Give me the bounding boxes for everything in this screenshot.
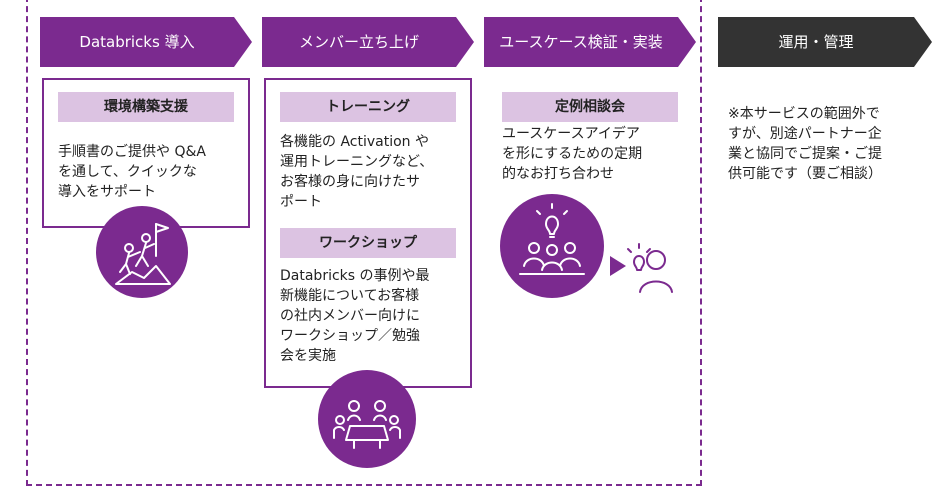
chevron-shape — [262, 17, 474, 67]
body-line: お客様の身に向けたサ — [280, 174, 420, 190]
training-title: トレーニング — [280, 92, 456, 122]
body-line: を形にするための定期 — [502, 146, 643, 162]
idea-meeting-icon — [500, 194, 604, 298]
phase-label: メンバー立ち上げ — [298, 33, 419, 51]
meeting-table-icon — [318, 370, 416, 468]
climbing-team-icon — [96, 206, 188, 298]
chevron-shape — [718, 17, 932, 67]
env-support-title: 環境構築支援 — [58, 92, 234, 122]
body-line: 各機能の Activation や — [280, 134, 429, 150]
workshop-body: Databricks の事例や最 新機能についてお客様 の社内メンバー向けに ワ… — [280, 266, 430, 366]
phase-chevron-operations: 運用・管理 — [718, 17, 932, 67]
note-line: 業と協同でご提案・ご提 — [728, 146, 882, 162]
env-support-body: 手順書のご提供や Q&A を通して、クイックな 導入をサポート — [58, 142, 206, 202]
body-line: 新機能についてお客様 — [280, 288, 420, 304]
phase-label: 運用・管理 — [778, 33, 854, 51]
body-line: 導入をサポート — [58, 184, 156, 200]
body-line: ポート — [280, 194, 322, 210]
consulting-body: ユースケースアイデア を形にするための定期 的なお打ち合わせ — [502, 124, 642, 184]
body-line: を通して、クイックな — [58, 164, 197, 180]
note-line: すが、別途パートナー企 — [728, 126, 882, 142]
body-line: 的なお打ち合わせ — [502, 166, 614, 182]
phase-label: Databricks 導入 — [79, 33, 195, 51]
consulting-title: 定例相談会 — [502, 92, 678, 122]
body-line: Databricks の事例や最 — [280, 268, 430, 284]
body-line: ワークショップ／勉強 — [280, 328, 420, 344]
body-line: の社内メンバー向けに — [280, 308, 420, 324]
phase-chevron-adoption: Databricks 導入 — [40, 17, 252, 67]
scope-frame — [26, 0, 702, 486]
out-of-scope-note: ※本サービスの範囲外で すが、別途パートナー企 業と協同でご提案・ご提 供可能で… — [728, 104, 882, 184]
body-line: 会を実施 — [280, 348, 336, 364]
note-line: 供可能です（要ご相談） — [728, 166, 882, 182]
phase-chevron-usecase: ユースケース検証・実装 — [484, 17, 696, 67]
training-body: 各機能の Activation や 運用トレーニングなど、 お客様の身に向けたサ… — [280, 132, 433, 212]
body-line: ユースケースアイデア — [502, 126, 640, 142]
note-line: ※本サービスの範囲外で — [728, 106, 880, 122]
body-line: 手順書のご提供や Q&A — [58, 144, 206, 160]
body-line: 運用トレーニングなど、 — [280, 154, 434, 170]
phase-label: ユースケース検証・実装 — [499, 33, 663, 51]
chevron-shape — [484, 17, 696, 67]
workshop-title: ワークショップ — [280, 228, 456, 258]
play-arrow-icon — [610, 256, 626, 276]
phase-chevron-onboarding: メンバー立ち上げ — [262, 17, 474, 67]
person-idea-icon — [627, 243, 673, 293]
chevron-shape — [40, 17, 252, 67]
